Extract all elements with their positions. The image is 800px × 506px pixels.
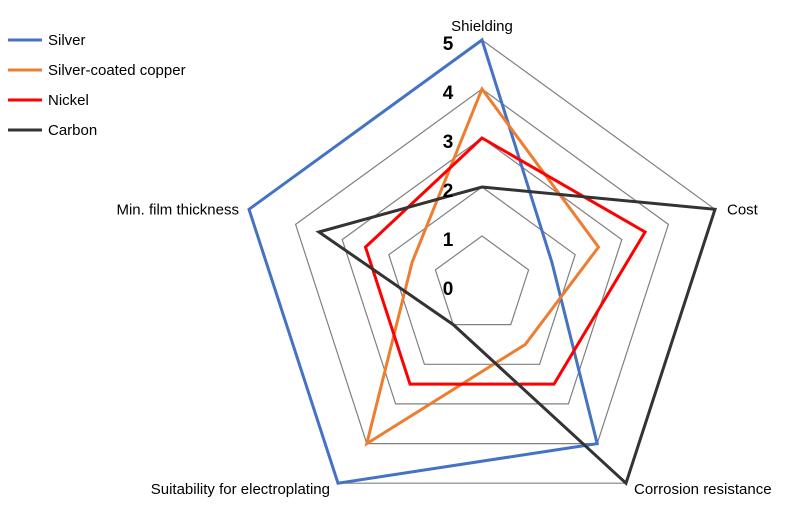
radar-ticks: 0 1 2 3 4 5: [443, 34, 454, 300]
grid-ring-1: [434, 235, 530, 326]
axis-label-shielding: Shielding: [451, 18, 513, 35]
legend-label-silver-coated-copper: Silver-coated copper: [48, 62, 186, 79]
series-carbon: [315, 185, 718, 486]
radar-series: [247, 37, 718, 486]
grid-ring-4: [294, 88, 670, 445]
legend-label-silver: Silver: [48, 32, 86, 49]
legend-label-carbon: Carbon: [48, 122, 97, 139]
radar-grid: [248, 39, 716, 484]
axis-label-corrosion-resistance: Corrosion resistance: [634, 481, 772, 498]
axis-label-suitability-for-electroplating: Suitability for electroplating: [151, 481, 330, 498]
axis-label-min-film-thickness: Min. film thickness: [116, 201, 239, 218]
radar-axis-labels: Shielding Cost Corrosion resistance Suit…: [116, 18, 771, 498]
series-silver: [247, 37, 600, 485]
series-silver-coated-copper: [364, 85, 601, 447]
tick-label-3: 3: [443, 132, 454, 153]
grid-ring-5: [248, 39, 716, 484]
legend-label-nickel: Nickel: [48, 92, 89, 109]
tick-label-0: 0: [443, 279, 454, 300]
tick-label-4: 4: [443, 83, 454, 104]
grid-ring-3: [341, 137, 623, 405]
grid-ring-2: [388, 186, 576, 365]
series-nickel: [363, 136, 648, 386]
axis-label-cost: Cost: [727, 201, 759, 218]
tick-label-2: 2: [443, 181, 454, 202]
tick-label-5: 5: [443, 34, 454, 55]
legend: Silver Silver-coated copper Nickel Carbo…: [8, 32, 186, 139]
tick-label-1: 1: [443, 230, 454, 251]
